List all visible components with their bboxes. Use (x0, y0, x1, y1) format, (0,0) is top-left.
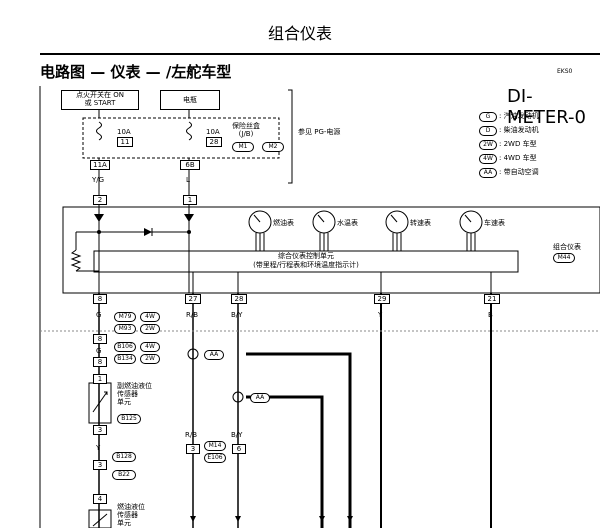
mid-conn-code-m14: M14 (204, 441, 226, 451)
legend: G: 汽油发动机 D: 柴油发动机 2W: 2WD 车型 4W: 4WD 车型 … (479, 112, 539, 178)
wire-y: Y (378, 311, 383, 319)
conn-var-2w-2: 2W (140, 354, 160, 364)
gauge-speedometer: 车速表 (484, 219, 505, 227)
page-title: 组合仪表 (267, 24, 332, 43)
mid-conn-pin-3: 3 (186, 444, 200, 454)
meter-pin-1: 1 (183, 195, 197, 205)
wire-r-b-mid: R/B (185, 431, 198, 439)
conn-pin-8-b: 8 (93, 357, 107, 367)
fuse-28-rating: 10A (206, 128, 220, 136)
diagram-id: DI-METER-0 (507, 86, 586, 128)
fuse-box-code-m2: M2 (262, 142, 284, 152)
meter-out-pin-28: 28 (231, 294, 247, 304)
conn-var-4w-2: 4W (140, 342, 160, 352)
terminal-6b: 6B (180, 160, 200, 170)
reference-text: 参见 PG-电源 (298, 128, 341, 136)
gauge-tachometer: 转速表 (410, 219, 431, 227)
ignition-switch-label: 点火开关在 ON 或 START (61, 90, 139, 110)
legend-item-4wd: 4W: 4WD 车型 (479, 154, 539, 164)
meter-out-pin-8: 8 (93, 294, 107, 304)
diagram-code: EKS0 (557, 68, 573, 75)
conn-code-b106: B106 (114, 342, 136, 352)
wire-g-mid: G (96, 347, 102, 355)
control-unit-title: 综合仪表控制单元 (278, 252, 334, 260)
legend-item-auto-ac: AA: 带自动空调 (479, 168, 539, 178)
control-unit-subtitle: (带里程/行程表和环境温度指示计) (253, 261, 359, 269)
wire-y-low: Y (96, 444, 101, 452)
aa-tag-b-y: AA (250, 393, 270, 403)
wire-l: L (186, 176, 190, 184)
wire-b: B (488, 311, 493, 319)
legend-item-2wd: 2W: 2WD 车型 (479, 140, 539, 150)
sub-sensor-pin-1: 1 (93, 374, 107, 384)
wire-b-y-mid: B/Y (231, 431, 243, 439)
gauge-water-temp: 水温表 (337, 219, 358, 227)
conn-code-b128: B128 (112, 452, 136, 462)
conn-code-m79: M79 (114, 312, 136, 322)
wire-g: G (96, 311, 102, 319)
wire-y-g: Y/G (92, 176, 105, 184)
meter-label: 组合仪表 (553, 243, 581, 251)
terminal-11a: 11A (90, 160, 110, 170)
title-rule (40, 53, 600, 55)
conn-code-b134: B134 (114, 354, 136, 364)
fuse-box-label: 保险丝盒 (J/B) (232, 122, 260, 138)
conn-b128-pin-3: 3 (93, 460, 107, 470)
meter-code: M44 (553, 253, 575, 263)
meter-out-pin-29: 29 (374, 294, 390, 304)
mid-conn-code-e106: E106 (204, 453, 226, 463)
conn-code-b22: B22 (112, 470, 136, 480)
mid-conn-pin-6: 6 (232, 444, 246, 454)
main-sensor-pin-4: 4 (93, 494, 107, 504)
legend-item-diesel: D: 柴油发动机 (479, 126, 539, 136)
conn-pin-8-a: 8 (93, 334, 107, 344)
fuse-11-rating: 10A (117, 128, 131, 136)
gauge-fuel: 燃油表 (273, 219, 294, 227)
meter-out-pin-21: 21 (484, 294, 500, 304)
wire-r-b: R/B (186, 311, 199, 319)
sub-sensor-code: B125 (117, 414, 141, 424)
wire-b-y: B/Y (231, 311, 243, 319)
legend-item-gasoline: G: 汽油发动机 (479, 112, 539, 122)
fuse-11-number: 11 (117, 137, 133, 147)
fuse-28-number: 28 (206, 137, 222, 147)
conn-code-m93: M93 (114, 324, 136, 334)
conn-var-2w-1: 2W (140, 324, 160, 334)
sub-sensor-pin-3: 3 (93, 425, 107, 435)
battery-label: 电瓶 (160, 90, 220, 110)
fuse-box-code-m1: M1 (232, 142, 254, 152)
meter-out-pin-27: 27 (185, 294, 201, 304)
sub-sensor-label: 副燃油液位 传感器 单元 (117, 382, 152, 406)
meter-pin-2: 2 (93, 195, 107, 205)
aa-tag-r-b: AA (204, 350, 224, 360)
main-sensor-label: 燃油液位 传感器 单元 (117, 503, 145, 527)
section-title: 电路图 — 仪表 — /左舵车型 (40, 63, 232, 81)
conn-var-4w-1: 4W (140, 312, 160, 322)
